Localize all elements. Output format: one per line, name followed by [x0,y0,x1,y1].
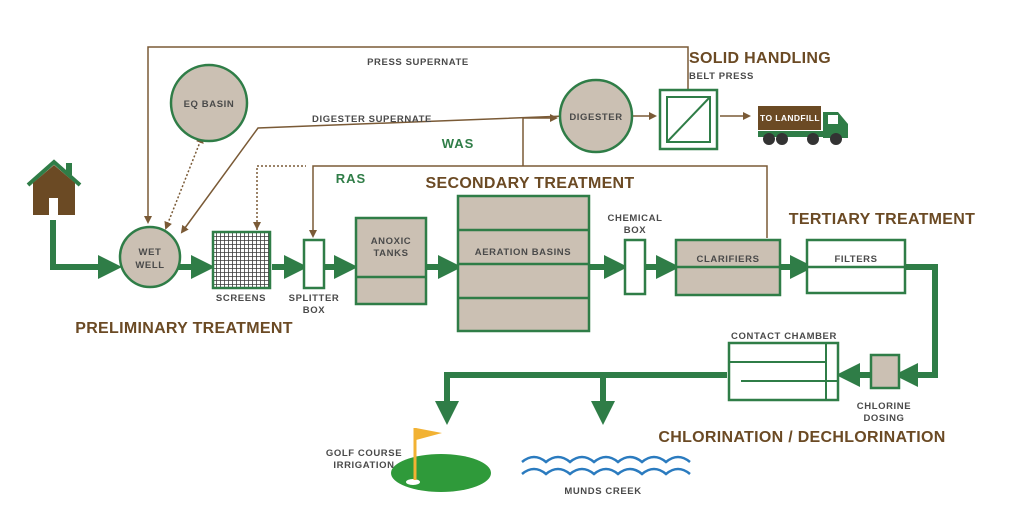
clarifiers [674,238,782,297]
anoxic-label-1: ANOXIC [371,236,412,247]
truck-icon [758,106,848,145]
wet-well-label-2: WELL [135,260,164,271]
section-secondary: SECONDARY TREATMENT [426,175,635,192]
chemical-label-2: BOX [624,225,646,236]
digester [558,78,634,154]
chemical-label-1: CHEMICAL [608,213,663,224]
splitter-box [302,238,326,290]
screens-label: SCREENS [216,293,266,304]
anoxic-label-2: TANKS [373,248,408,259]
golf-course-icon [391,428,491,492]
splitter-label-1: SPLITTER [289,293,340,304]
digester-supernate-label: DIGESTER SUPERNATE [312,114,432,125]
chlorine-dosing [869,353,901,390]
contact-chamber-label: CONTACT CHAMBER [731,331,837,342]
eq-basin-label: EQ BASIN [184,99,235,110]
return-lines [144,46,768,238]
aeration-basins [456,194,591,333]
main-flow-pipes [50,220,938,425]
filters [805,238,907,295]
section-tertiary: TERTIARY TREATMENT [789,211,975,228]
section-chlorination: CHLORINATION / DECHLORINATION [658,429,945,446]
press-supernate-label: PRESS SUPERNATE [367,57,469,68]
clarifiers-label: CLARIFIERS [697,254,760,265]
chlorine-label-2: DOSING [863,413,904,424]
creek-label: MUNDS CREEK [564,486,641,497]
eq-basin [169,63,249,143]
ras-label: RAS [336,171,366,186]
section-preliminary: PRELIMINARY TREATMENT [75,320,293,337]
golf-label-2: IRRIGATION [333,460,394,471]
filters-label: FILTERS [834,254,877,265]
house-icon [26,159,82,215]
aeration-label: AERATION BASINS [475,247,571,258]
screens [211,230,272,290]
wet-well-label-1: WET [139,247,162,258]
section-solid-handling: SOLID HANDLING [689,50,831,67]
golf-label-1: GOLF COURSE [326,448,402,459]
splitter-label-2: BOX [303,305,325,316]
creek-waves-icon [521,455,691,476]
belt-press [658,88,719,151]
truck-label: TO LANDFILL [760,113,820,123]
chemical-box [623,238,647,296]
anoxic-tanks [354,216,428,306]
wet-well [118,225,182,289]
contact-chamber [727,341,840,402]
was-label: WAS [442,136,475,151]
digester-label: DIGESTER [569,112,622,123]
chlorine-label-1: CHLORINE [857,401,911,412]
belt-press-label: BELT PRESS [689,71,754,82]
